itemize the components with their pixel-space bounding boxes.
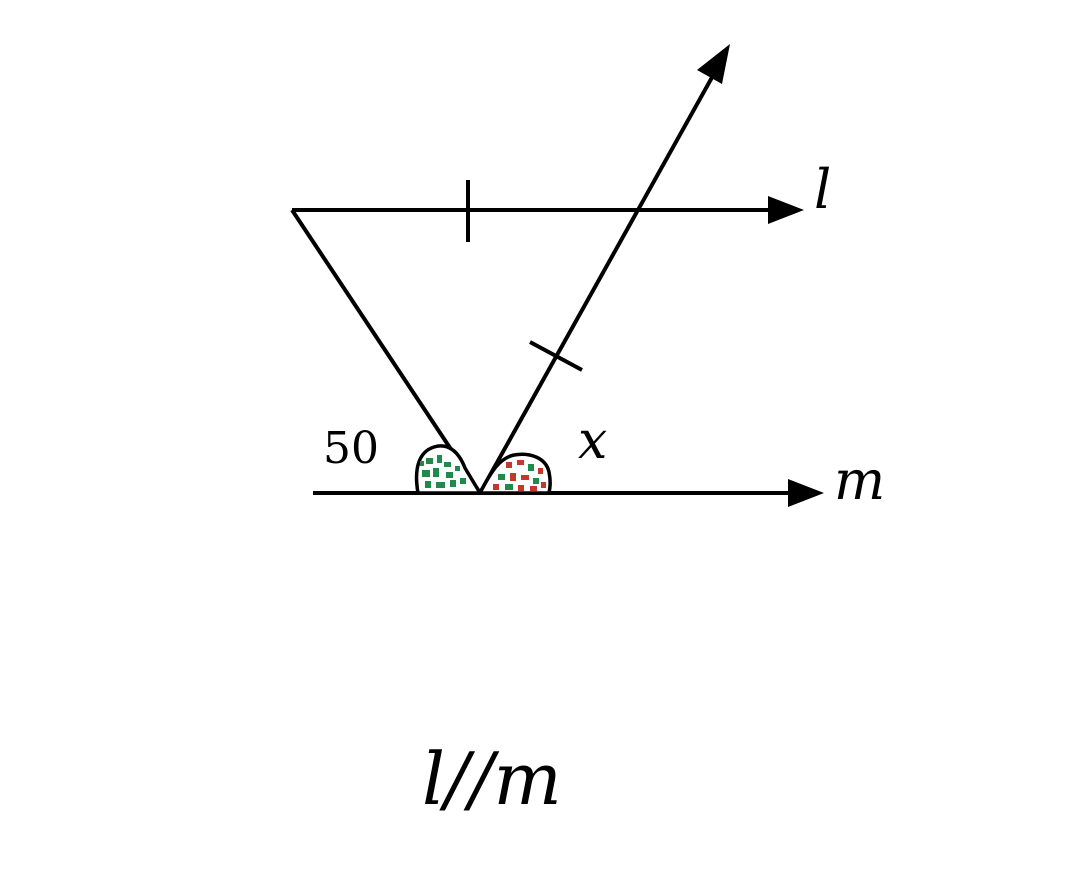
transversal-arrowhead xyxy=(697,44,730,84)
angle-marker-left-fill xyxy=(420,455,466,488)
angle-right-label: x xyxy=(578,411,607,471)
tick-mark-transversal xyxy=(529,340,583,372)
angle-left-label: 50 xyxy=(323,423,379,474)
line-m-label: m xyxy=(834,449,885,512)
parallel-statement: l//m xyxy=(422,737,562,821)
transversal-ray xyxy=(478,71,717,494)
angle-marker-right-fill xyxy=(493,460,546,491)
line-m-arrowhead xyxy=(788,479,824,507)
line-l-arrowhead xyxy=(768,196,804,224)
line-l-label: l xyxy=(814,158,831,221)
